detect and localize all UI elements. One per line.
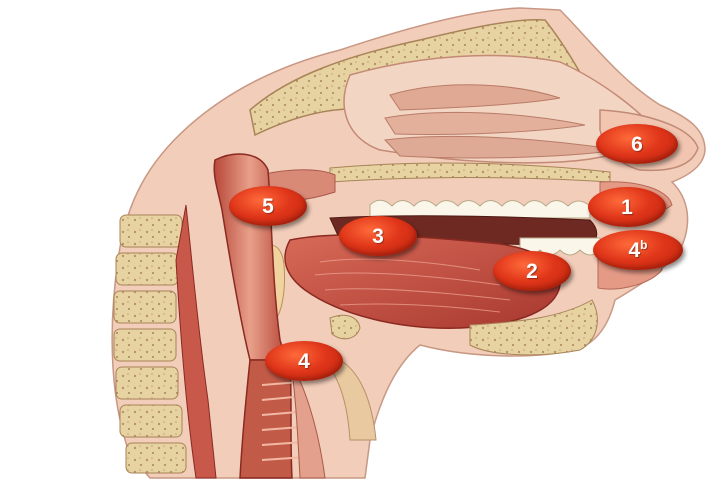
marker-6-label: 6 [631,134,643,155]
marker-2-label: 2 [526,261,538,282]
marker-4b-number: 4 [628,239,640,262]
marker-4b[interactable]: 4b [593,230,683,270]
marker-3-label: 3 [372,226,384,247]
marker-6[interactable]: 6 [596,124,678,164]
marker-2[interactable]: 2 [493,251,571,291]
hyoid-bone [330,315,360,339]
marker-4b-suffix: b [640,238,647,252]
marker-1-label: 1 [621,197,633,218]
marker-3[interactable]: 3 [339,216,417,256]
marker-4[interactable]: 4 [265,341,343,381]
cervical-vertebrae [114,215,186,473]
marker-5[interactable]: 5 [229,186,307,226]
marker-5-label: 5 [262,196,274,217]
marker-1[interactable]: 1 [588,187,666,227]
marker-4-label: 4 [298,351,310,372]
marker-4b-label: 4b [628,239,647,261]
